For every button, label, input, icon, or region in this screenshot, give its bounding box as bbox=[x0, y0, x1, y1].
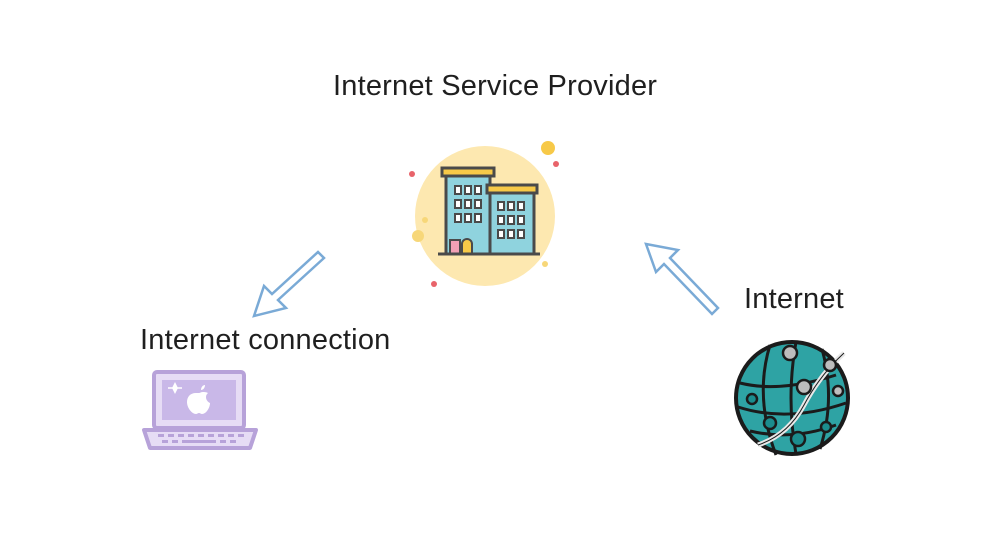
office-building-icon bbox=[409, 141, 559, 287]
arrow-up-left-icon bbox=[644, 242, 720, 316]
logo-icon bbox=[187, 385, 210, 414]
arrow-down-left-icon bbox=[252, 250, 326, 318]
globe-network-icon bbox=[734, 340, 850, 456]
internet-label: Internet bbox=[744, 283, 844, 315]
isp-label: Internet Service Provider bbox=[333, 70, 658, 102]
laptop-icon bbox=[142, 370, 258, 450]
internet-connection-label: Internet connection bbox=[140, 324, 391, 356]
